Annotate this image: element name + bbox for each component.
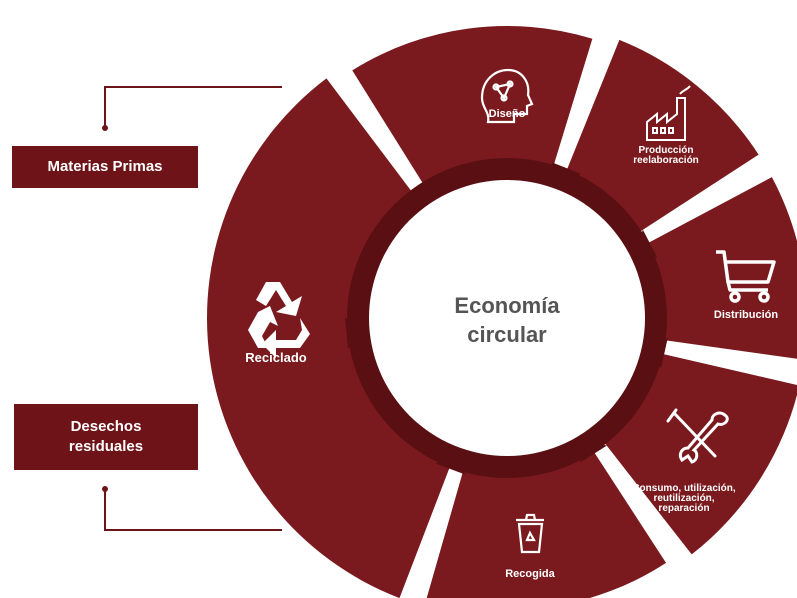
ring-arrow — [632, 229, 658, 258]
desechos-residuales-box: Desechos residuales — [14, 404, 198, 470]
ring-arrows — [345, 162, 668, 475]
stage-segments — [207, 25, 797, 598]
stage-label-consumo: reparación — [658, 503, 709, 514]
tools-icon — [666, 408, 729, 464]
ring-arrow — [435, 447, 466, 475]
head-network-icon — [480, 68, 534, 124]
stage-label-produccion: Producción — [638, 145, 693, 156]
desechos-label-line1: Desechos — [70, 418, 142, 435]
bottom-connector — [104, 489, 282, 531]
materias-primas-label: Materias Primas — [47, 158, 163, 175]
stage-label-consumo: reutilización, — [653, 493, 714, 504]
ring-arrow — [579, 438, 607, 463]
materias-primas-box: Materias Primas — [12, 146, 198, 188]
center-title-line1: Economía — [454, 293, 560, 318]
top-connector — [104, 86, 282, 130]
segment-consumo — [602, 352, 797, 555]
recycle-icon — [248, 282, 310, 358]
top-connector-dot — [102, 125, 108, 131]
segment-produccion — [565, 39, 759, 234]
center-title-line2: circular — [467, 322, 547, 347]
stage-label-distribucion: Distribución — [714, 309, 778, 321]
shopping-cart-icon — [716, 250, 776, 303]
recycle-bin-icon — [516, 513, 544, 554]
ring-arrow — [642, 337, 668, 369]
desechos-label-line2: residuales — [68, 438, 144, 455]
center-circle — [369, 180, 645, 456]
segment-diseno — [352, 25, 593, 187]
stage-label-diseno: Diseño — [489, 108, 526, 120]
stage-label-produccion: reelaboración — [633, 155, 699, 166]
stage-label-reciclado: Reciclado — [245, 350, 306, 365]
ring-arrow — [345, 318, 368, 349]
ring-arrow — [551, 162, 581, 190]
factory-icon — [646, 85, 691, 141]
stage-labels: DiseñoProducciónreelaboraciónDistribució… — [245, 108, 778, 580]
stage-label-consumo: Consumo, utilización, — [632, 483, 736, 494]
segment-reciclado — [207, 78, 452, 598]
stage-label-recogida: Recogida — [505, 568, 555, 580]
segment-distribucion — [643, 177, 797, 359]
segment-recogida — [426, 447, 667, 598]
